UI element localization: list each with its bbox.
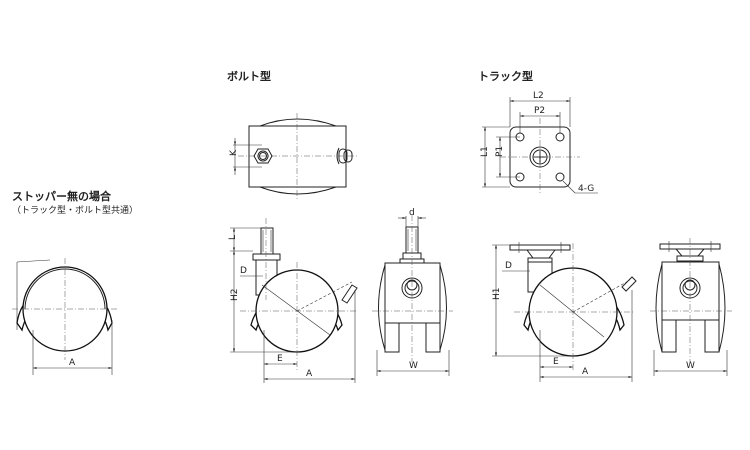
dim-E-bolt: E: [277, 354, 283, 364]
dim-L2: L2: [533, 91, 544, 101]
bolt-type-side-view: D L H2 E A: [228, 218, 358, 383]
dim-4G: 4-G: [578, 184, 594, 194]
bolt-type-top-view: K: [229, 113, 357, 200]
track-type-front-view: W: [650, 238, 732, 376]
dim-D-track: D: [505, 261, 512, 271]
track-type-top-view: L2 P2 L1 P1 4-G: [480, 91, 598, 195]
bolt-type-front-view: d W: [372, 208, 453, 376]
track-type-title: トラック型: [478, 69, 533, 83]
dim-W-bolt: W: [409, 361, 418, 371]
dim-K: K: [229, 149, 239, 156]
dim-L: L: [228, 235, 238, 240]
dim-A-bolt: A: [306, 369, 313, 379]
track-type-side-view: D H1 E A: [492, 242, 637, 382]
dim-P1: P1: [495, 146, 505, 157]
bolt-type-title: ボルト型: [227, 69, 271, 83]
no-stopper-subtitle: （トラック型・ボルト型共通）: [12, 205, 138, 216]
dim-W-track: W: [686, 361, 695, 371]
dim-H2: H2: [230, 289, 240, 302]
dim-D-bolt: D: [240, 266, 247, 276]
dim-L1: L1: [480, 146, 490, 157]
no-stopper-title: ストッパー無の場合: [12, 189, 112, 203]
dim-d: d: [409, 208, 415, 218]
dim-A-track: A: [582, 367, 589, 377]
no-stopper-side-view: A: [12, 258, 118, 375]
dim-A-nostopper: A: [69, 358, 76, 368]
dim-E-track: E: [553, 357, 559, 367]
dim-P2: P2: [534, 106, 545, 116]
dim-H1: H1: [492, 288, 502, 301]
